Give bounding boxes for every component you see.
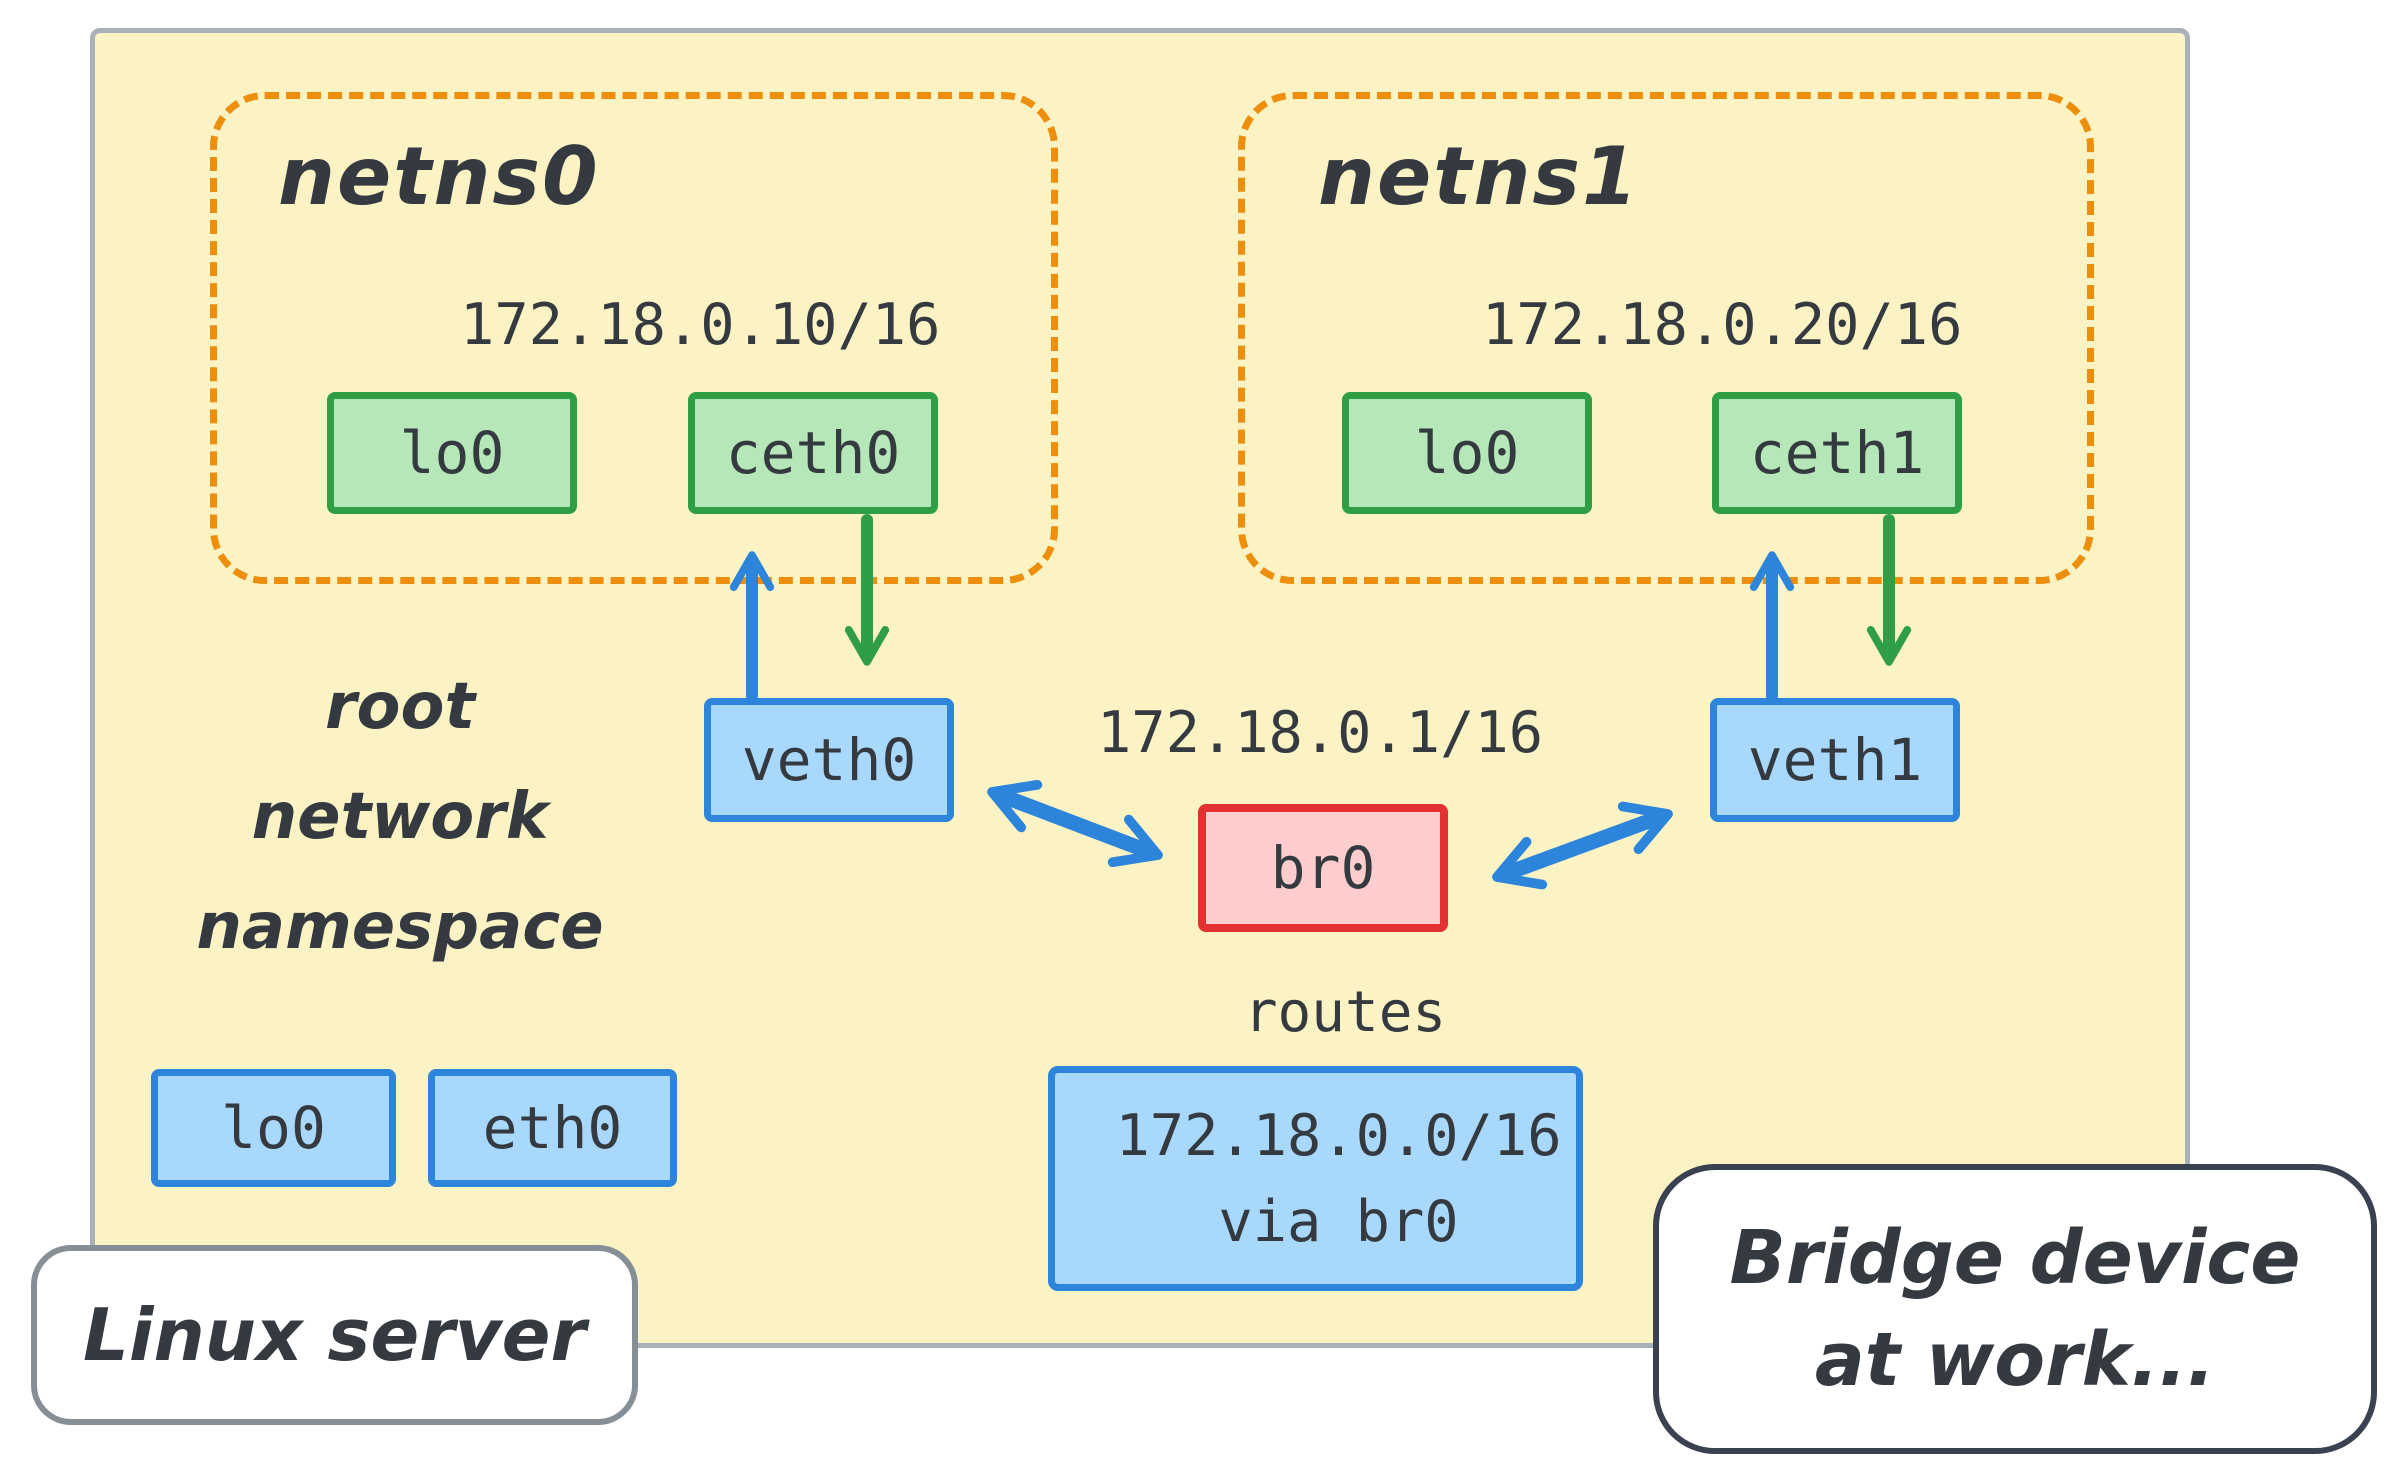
bridge-callout-line1: Bridge device: [1729, 1215, 2301, 1301]
route-entry-network: 172.18.0.0/16: [1115, 1102, 1562, 1169]
root-lo0-device: lo0: [151, 1069, 396, 1187]
netns0-ip-label: 172.18.0.10/16: [460, 292, 941, 358]
bridge-callout-line2: at work...: [1814, 1317, 2216, 1403]
netns0-ceth0-device: ceth0: [688, 392, 938, 514]
routes-box: 172.18.0.0/16 via br0: [1048, 1066, 1583, 1291]
root-namespace-label-line3: namespace: [196, 890, 604, 964]
root-namespace-label-line1: root: [324, 670, 476, 744]
netns0-title: netns0: [278, 130, 600, 223]
veth0-device: veth0: [704, 698, 954, 822]
routes-title: routes: [1243, 980, 1447, 1045]
netns1-lo0-device: lo0: [1342, 392, 1592, 514]
netns1-ip-label: 172.18.0.20/16: [1482, 292, 1963, 358]
netns1-ceth1-device: ceth1: [1712, 392, 1962, 514]
netns0-lo0-device: lo0: [327, 392, 577, 514]
netns0-box: [210, 92, 1058, 584]
netns1-box: [1238, 92, 2094, 584]
linux-server-callout-text: Linux server: [82, 1293, 587, 1377]
bridge-ip-label: 172.18.0.1/16: [1096, 700, 1544, 766]
root-namespace-label-line2: network: [251, 780, 549, 854]
linux-server-callout: Linux server: [31, 1245, 638, 1425]
root-eth0-device: eth0: [428, 1069, 677, 1187]
netns1-title: netns1: [1318, 130, 1640, 223]
route-entry-via: via br0: [1218, 1188, 1459, 1255]
br0-bridge-device: br0: [1198, 804, 1448, 932]
bridge-at-work-callout: Bridge device at work...: [1653, 1164, 2377, 1454]
veth1-device: veth1: [1710, 698, 1960, 822]
root-namespace-label: root network namespace: [110, 652, 690, 982]
